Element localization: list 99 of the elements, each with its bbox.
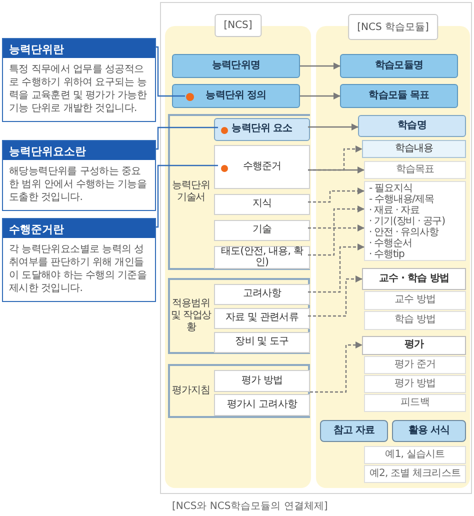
arrow bbox=[300, 92, 340, 100]
resource-box bbox=[392, 420, 466, 442]
item-box bbox=[214, 284, 310, 305]
box-label: 평가 bbox=[404, 340, 424, 351]
box-label: 평가 방법 bbox=[241, 376, 283, 386]
item-box bbox=[364, 356, 466, 374]
caption: [NCS와 NCS학습모듈의 연결체제] bbox=[172, 500, 328, 513]
callout-text: 해당능력단위를 구성하는 중요한 범위 안에서 수행하는 기능을 도출한 것입니다. bbox=[8, 165, 148, 205]
item-box bbox=[364, 291, 466, 310]
bullet-dot bbox=[221, 127, 228, 134]
box-label: 지식 bbox=[252, 199, 272, 210]
group-frame bbox=[168, 278, 310, 354]
list-box bbox=[364, 181, 466, 261]
item-box bbox=[214, 194, 310, 215]
arrow bbox=[300, 62, 340, 70]
list-item: - 수행내용/제목 bbox=[369, 194, 435, 205]
callout-title: 능력단위란 bbox=[3, 39, 155, 58]
box-label: 태도(안전, 내용, 확인) bbox=[220, 247, 304, 268]
item-box bbox=[214, 246, 310, 269]
box-label: 평가 방법 bbox=[394, 378, 436, 390]
title-box bbox=[340, 84, 458, 108]
item-box bbox=[364, 161, 466, 179]
callout-title: 능력단위요소란 bbox=[3, 141, 155, 160]
title-box bbox=[172, 84, 300, 108]
box-label: 예2, 조별 체크리스트 bbox=[369, 468, 461, 480]
leader-line bbox=[156, 126, 218, 150]
box-label: 평가시 고려사항 bbox=[227, 400, 297, 410]
item-box bbox=[364, 465, 466, 483]
content-box bbox=[362, 140, 466, 158]
box-label: 학습목표 bbox=[396, 164, 434, 176]
box-label: 수행준거 bbox=[242, 162, 282, 172]
column-heading: [NCS] bbox=[214, 14, 262, 37]
box-label: 고려사항 bbox=[242, 289, 282, 300]
resource-box bbox=[320, 420, 388, 442]
section-box bbox=[362, 336, 466, 355]
dashed-arrow bbox=[308, 244, 364, 293]
callout-box bbox=[2, 140, 156, 211]
box-label: 학습모듈명 bbox=[374, 60, 423, 72]
dashed-arrow bbox=[308, 188, 364, 203]
item-box bbox=[364, 311, 466, 330]
box-label: 예1, 실습시트 bbox=[385, 450, 445, 460]
box-label: 학습 방법 bbox=[394, 315, 436, 326]
item-box bbox=[364, 375, 466, 393]
group-label: 평가지침 bbox=[171, 385, 211, 397]
dashed-arrow bbox=[310, 342, 362, 393]
group-frame bbox=[168, 114, 310, 270]
box-label: 평가 준거 bbox=[394, 360, 436, 370]
item-box bbox=[214, 145, 310, 189]
arrow bbox=[308, 124, 358, 130]
bullet-dot bbox=[186, 93, 194, 101]
list-item: · 기기(장비 · 공구) bbox=[369, 216, 446, 227]
item-box bbox=[214, 308, 310, 329]
box-label: 능력단위 요소 bbox=[232, 124, 292, 135]
list-item: · 수행순서 bbox=[369, 238, 413, 249]
dashed-arrow bbox=[308, 224, 364, 232]
callout-text: 각 능력단위요소별로 능력의 성취여부를 판단하기 위해 개인들이 도달해야 하는 수행의 기준을 제시한 것입니다. bbox=[8, 243, 148, 296]
box-label: 학습명 bbox=[398, 120, 426, 132]
item-box bbox=[214, 394, 310, 416]
box-label: 장비 및 도구 bbox=[235, 337, 289, 348]
section-box bbox=[362, 268, 466, 290]
box-label: 활용 서식 bbox=[408, 426, 450, 436]
group-label: 능력단위 기술서 bbox=[171, 180, 211, 204]
box-label: 기술 bbox=[252, 225, 272, 236]
box-label: 학습내용 bbox=[394, 144, 434, 154]
list-item: - 필요지식 bbox=[369, 183, 414, 194]
element-box bbox=[358, 115, 466, 137]
column-heading: [NCS 학습모듈] bbox=[348, 14, 438, 40]
callout-title: 수행준거란 bbox=[3, 219, 155, 238]
callout-box bbox=[2, 38, 156, 122]
box-label: 교수 · 학습 방법 bbox=[378, 274, 450, 284]
box-label: 능력단위 정의 bbox=[206, 90, 266, 102]
item-box bbox=[364, 394, 466, 412]
leader-line bbox=[156, 164, 218, 228]
title-box bbox=[172, 54, 300, 78]
arrow bbox=[308, 166, 364, 174]
box-label: 참고 자료 bbox=[333, 426, 375, 436]
box-label: 학습모듈 목표 bbox=[368, 90, 430, 102]
box-label: 교수 방법 bbox=[394, 295, 436, 306]
list-item: · 수행tip bbox=[369, 249, 406, 260]
title-box bbox=[340, 54, 458, 78]
callout-box bbox=[2, 218, 156, 302]
item-box bbox=[214, 220, 310, 241]
dashed-arrow bbox=[308, 146, 362, 171]
item-box bbox=[364, 446, 466, 464]
dashed-arrow bbox=[308, 206, 364, 256]
list-item: · 안전 · 유의사항 bbox=[369, 227, 440, 238]
item-box bbox=[214, 370, 310, 392]
leader-line bbox=[156, 46, 185, 97]
bullet-dot bbox=[221, 165, 228, 172]
item-box bbox=[214, 332, 310, 353]
list-item: · 재료 · 자료 bbox=[369, 205, 420, 216]
box-label: 능력단위명 bbox=[212, 60, 260, 72]
group-frame bbox=[168, 364, 310, 418]
dashed-arrow bbox=[308, 276, 362, 317]
box-label: 자료 및 관련서류 bbox=[226, 313, 298, 324]
callout-text: 특정 직무에서 업무를 성공적으로 수행하기 위하여 요구되는 능력을 교육훈련 및 평가가 가능한 기능 단위로 개발한 것입니다. bbox=[8, 63, 148, 116]
element-box bbox=[214, 118, 310, 141]
box-label: 피드백 bbox=[400, 398, 430, 408]
group-label: 적용범위 및 작업상황 bbox=[170, 298, 212, 334]
